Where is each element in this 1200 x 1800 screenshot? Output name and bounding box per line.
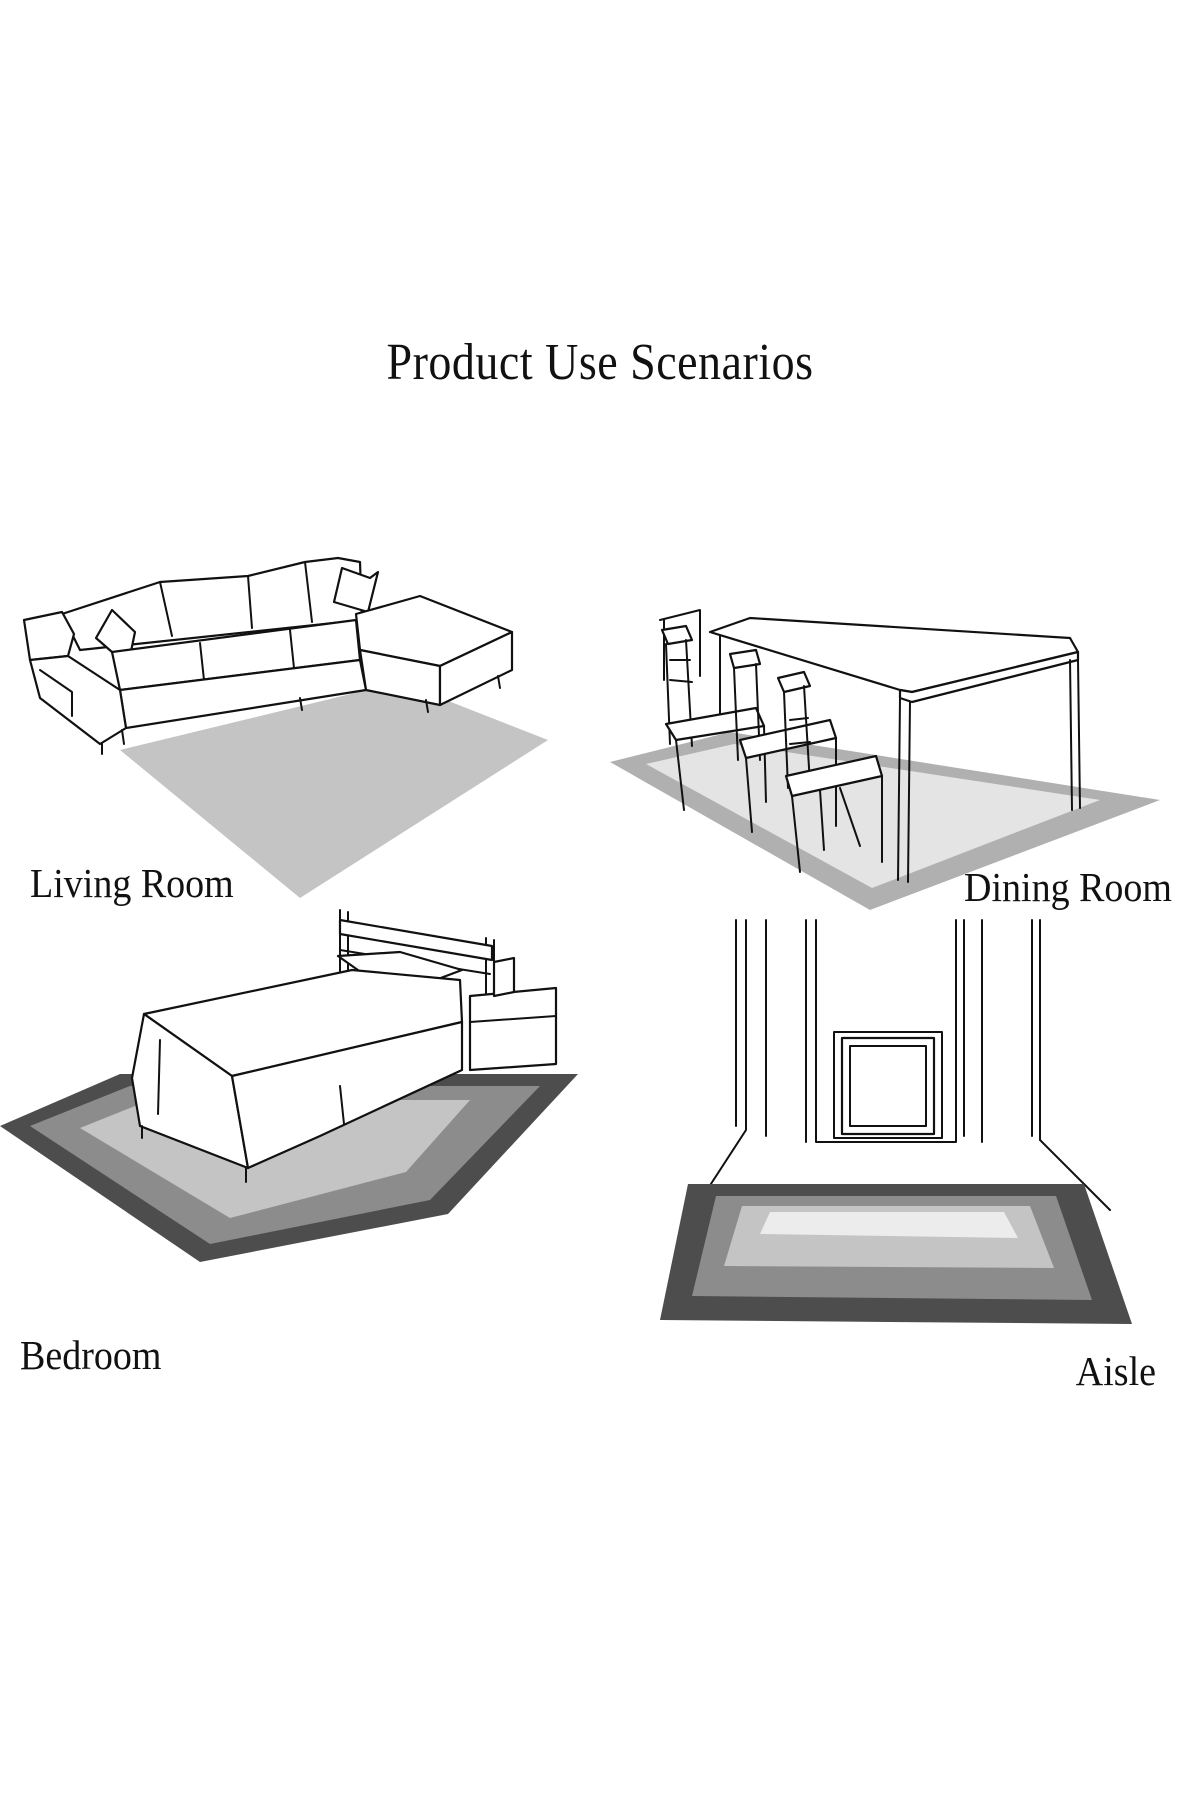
corridor-walls-icon	[693, 919, 1111, 1211]
dining-room-illustration	[610, 609, 1160, 910]
page-title: Product Use Scenarios	[386, 332, 814, 391]
living-room-label: Living Room	[30, 861, 234, 907]
dining-room-rug-center	[646, 744, 1100, 888]
dining-table-icon	[708, 616, 1081, 883]
aisle-rug-center	[760, 1212, 1018, 1238]
bedroom-label: Bedroom	[20, 1333, 162, 1379]
aisle-illustration	[660, 919, 1132, 1324]
bed-icon	[130, 909, 558, 1183]
sofa-icon	[22, 556, 514, 755]
dining-room-label: Dining Room	[964, 865, 1172, 911]
dining-chair-icon	[659, 609, 884, 873]
living-room-illustration	[22, 556, 548, 898]
door-icon	[840, 1036, 936, 1136]
bedroom-illustration	[0, 909, 578, 1262]
aisle-label: Aisle	[1075, 1349, 1156, 1395]
living-room-rug	[120, 682, 548, 898]
